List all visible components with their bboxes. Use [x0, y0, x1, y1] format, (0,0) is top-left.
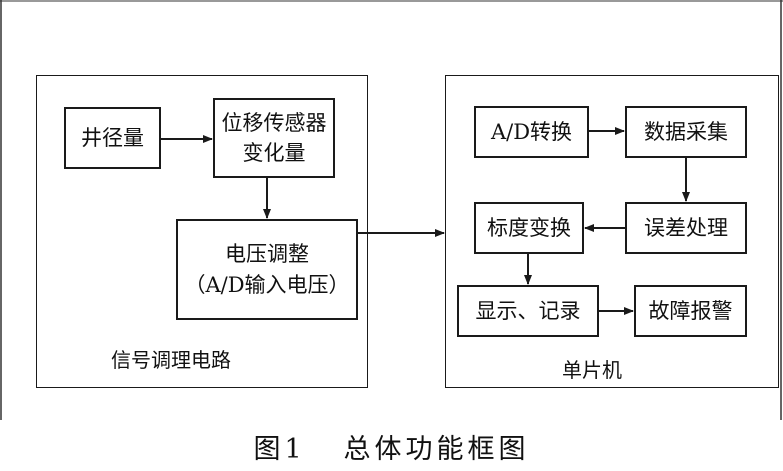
voltage-adjust-line1: 电压调整 — [225, 242, 309, 267]
fault-alarm-box: 故障报警 — [634, 285, 747, 337]
data-acquisition-box: 数据采集 — [625, 106, 747, 158]
calibration-box: 标度变换 — [474, 202, 584, 254]
displacement-sensor-box: 位移传感器 变化量 — [213, 98, 335, 178]
ad-convert-label: A/D转换 — [490, 119, 573, 144]
signal-circuit-title: 信号调理电路 — [111, 348, 231, 372]
data-acquisition-label: 数据采集 — [644, 119, 728, 144]
display-record-box: 显示、记录 — [457, 285, 599, 337]
well-diameter-label: 井径量 — [81, 125, 144, 150]
calibration-label: 标度变换 — [487, 215, 571, 240]
ad-convert-box: A/D转换 — [474, 106, 589, 158]
sensor-label-line2: 变化量 — [242, 141, 306, 165]
well-diameter-box: 井径量 — [64, 107, 161, 169]
figure-caption: 图1 总体功能框图 — [253, 434, 530, 465]
fault-alarm-label: 故障报警 — [648, 298, 733, 323]
mcu-title: 单片机 — [562, 358, 622, 382]
voltage-adjust-box: 电压调整 （A/D输入电压） — [176, 219, 358, 320]
sensor-label-line1: 位移传感器 — [221, 110, 327, 135]
display-record-label: 显示、记录 — [475, 298, 581, 323]
voltage-adjust-line2: （A/D输入电压） — [184, 272, 350, 297]
error-processing-label: 误差处理 — [644, 215, 728, 240]
error-processing-box: 误差处理 — [625, 202, 747, 254]
